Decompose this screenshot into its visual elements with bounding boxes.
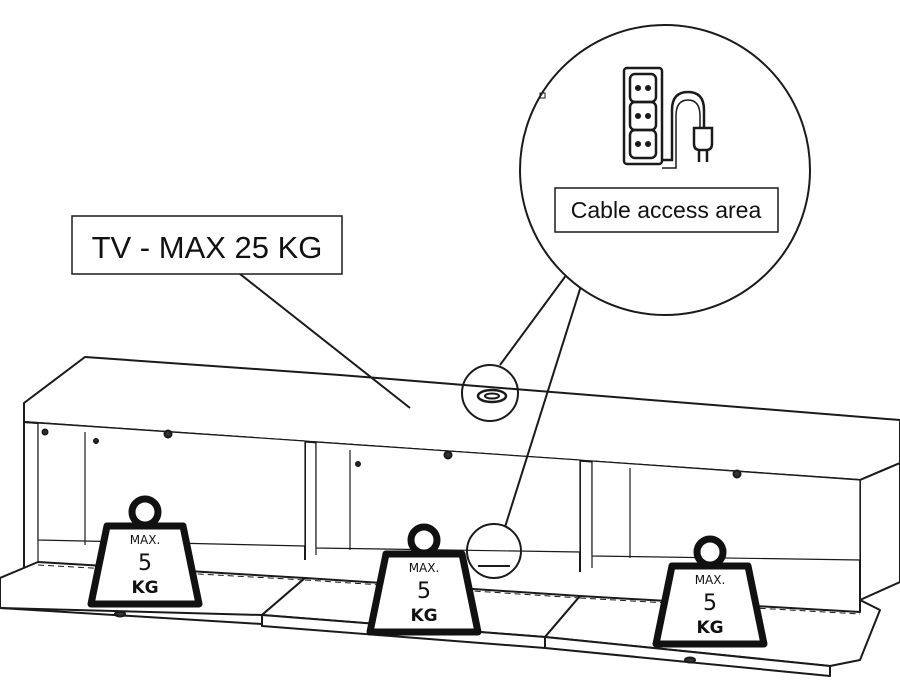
plug-icon	[692, 126, 714, 162]
weight-value: 5	[703, 591, 717, 616]
weight-max-label: MAX.	[695, 573, 726, 587]
cable-access-label: Cable access area	[554, 187, 779, 233]
weight-icon: MAX. 5 KG	[652, 535, 768, 648]
cable-access-text: Cable access area	[571, 197, 762, 223]
weight-value: 5	[138, 551, 152, 576]
weight-value: 5	[417, 579, 431, 604]
weight-unit: KG	[696, 618, 723, 638]
magnified-cable-area: Cable access area	[519, 24, 811, 316]
power-strip-icon	[622, 66, 706, 169]
tv-max-label: TV - MAX 25 KG	[71, 215, 343, 275]
weight-unit: KG	[410, 606, 437, 626]
cable-hole-back	[466, 523, 522, 579]
weight-icon: MAX. 5 KG	[366, 523, 482, 636]
weight-unit: KG	[131, 578, 158, 598]
cable-hole-top	[461, 364, 519, 422]
tv-max-text: TV - MAX 25 KG	[92, 230, 323, 265]
weight-max-label: MAX.	[409, 561, 440, 575]
weight-max-label: MAX.	[130, 533, 161, 547]
weight-icon: MAX. 5 KG	[87, 495, 203, 608]
